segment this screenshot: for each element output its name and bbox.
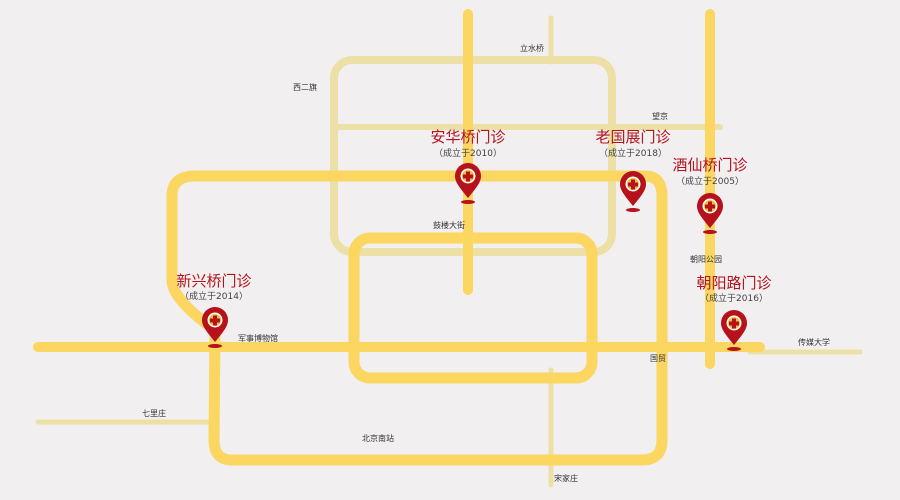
place-label-media-univ: 传媒大学 (798, 338, 830, 347)
clinic-founded-chaoyanglu: （成立于2016） (700, 294, 768, 304)
clinic-name-anhuaqiao: 安华桥门诊 (430, 128, 506, 146)
clinic-marker-jiuxianqiao[interactable] (695, 192, 725, 236)
place-label-chaoyang-park: 朝阳公园 (690, 255, 722, 264)
clinic-marker-chaoyanglu[interactable] (719, 309, 749, 353)
inner-ring-road (348, 232, 598, 384)
cross-map-pin-icon (455, 163, 481, 204)
place-label-songjiazhuang: 宋家庄 (554, 474, 578, 483)
main-ring-road (166, 170, 668, 466)
cross-map-pin-icon (620, 171, 646, 212)
clinic-name-laoguozhan: 老国展门诊 (595, 128, 671, 146)
clinic-founded-xinxingqiao: （成立于2014） (180, 292, 248, 302)
place-label-xierqi: 西二旗 (293, 83, 317, 92)
place-label-lishuiqiao: 立水桥 (520, 44, 544, 53)
clinic-founded-anhuaqiao: （成立于2010） (434, 149, 502, 159)
place-label-guomao: 国贸 (650, 354, 666, 363)
cross-map-pin-icon (721, 310, 747, 351)
clinic-marker-laoguozhan[interactable] (618, 170, 648, 214)
place-label-wangjing: 望京 (652, 112, 668, 121)
place-label-guloudajie: 鼓楼大街 (433, 221, 465, 230)
clinic-founded-laoguozhan: （成立于2018） (599, 149, 667, 159)
place-label-qilizhuang: 七里庄 (142, 409, 166, 418)
clinic-marker-anhuaqiao[interactable] (453, 162, 483, 206)
place-label-military-museum: 军事博物馆 (238, 334, 278, 343)
clinic-name-jiuxianqiao: 酒仙桥门诊 (672, 156, 748, 174)
cross-map-pin-icon (202, 307, 228, 348)
clinic-name-chaoyanglu: 朝阳路门诊 (696, 274, 772, 292)
place-label-beijing-south: 北京南站 (362, 434, 394, 443)
clinic-founded-jiuxianqiao: （成立于2005） (676, 177, 744, 187)
clinic-marker-xinxingqiao[interactable] (200, 306, 230, 350)
cross-map-pin-icon (697, 193, 723, 234)
clinic-name-xinxingqiao: 新兴桥门诊 (176, 272, 252, 290)
